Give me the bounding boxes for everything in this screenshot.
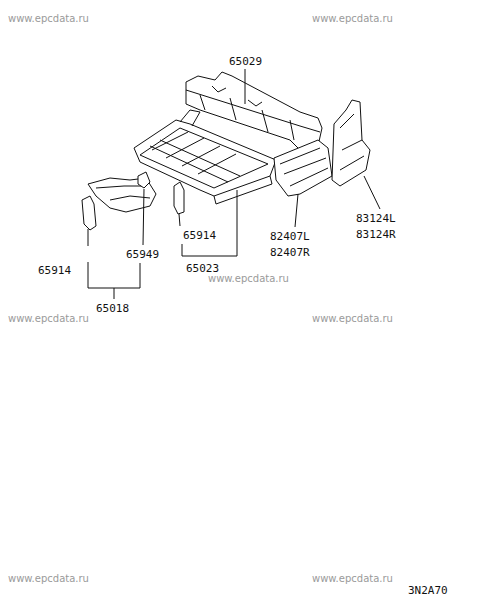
callout-number: 83124L: [356, 212, 396, 225]
side-panel: [332, 100, 370, 186]
callout-number: 82407L: [270, 230, 310, 243]
watermark: www.epcdata.ru: [312, 572, 393, 585]
watermark: www.epcdata.ru: [312, 312, 393, 325]
rear-side-member: [274, 140, 332, 196]
watermark: www.epcdata.ru: [8, 572, 89, 585]
callout-number: 83124R: [356, 228, 396, 241]
leader-lines: [88, 69, 380, 299]
callout-number: 65949: [126, 248, 159, 261]
callout-number: 65914: [38, 264, 71, 277]
callout-number: 65018: [96, 302, 129, 315]
watermark: www.epcdata.ru: [8, 312, 89, 325]
watermark: www.epcdata.ru: [8, 12, 89, 25]
bracket: [82, 196, 96, 230]
watermark: www.epcdata.ru: [208, 272, 289, 285]
watermark: www.epcdata.ru: [312, 12, 393, 25]
callout-number: 3N2A70: [408, 584, 448, 597]
callout-number: 82407R: [270, 246, 310, 259]
callout-number: 65029: [229, 55, 262, 68]
callout-number: 65914: [183, 229, 216, 242]
floor-pan: [134, 110, 276, 204]
bracket: [138, 172, 150, 188]
bracket: [174, 182, 184, 214]
